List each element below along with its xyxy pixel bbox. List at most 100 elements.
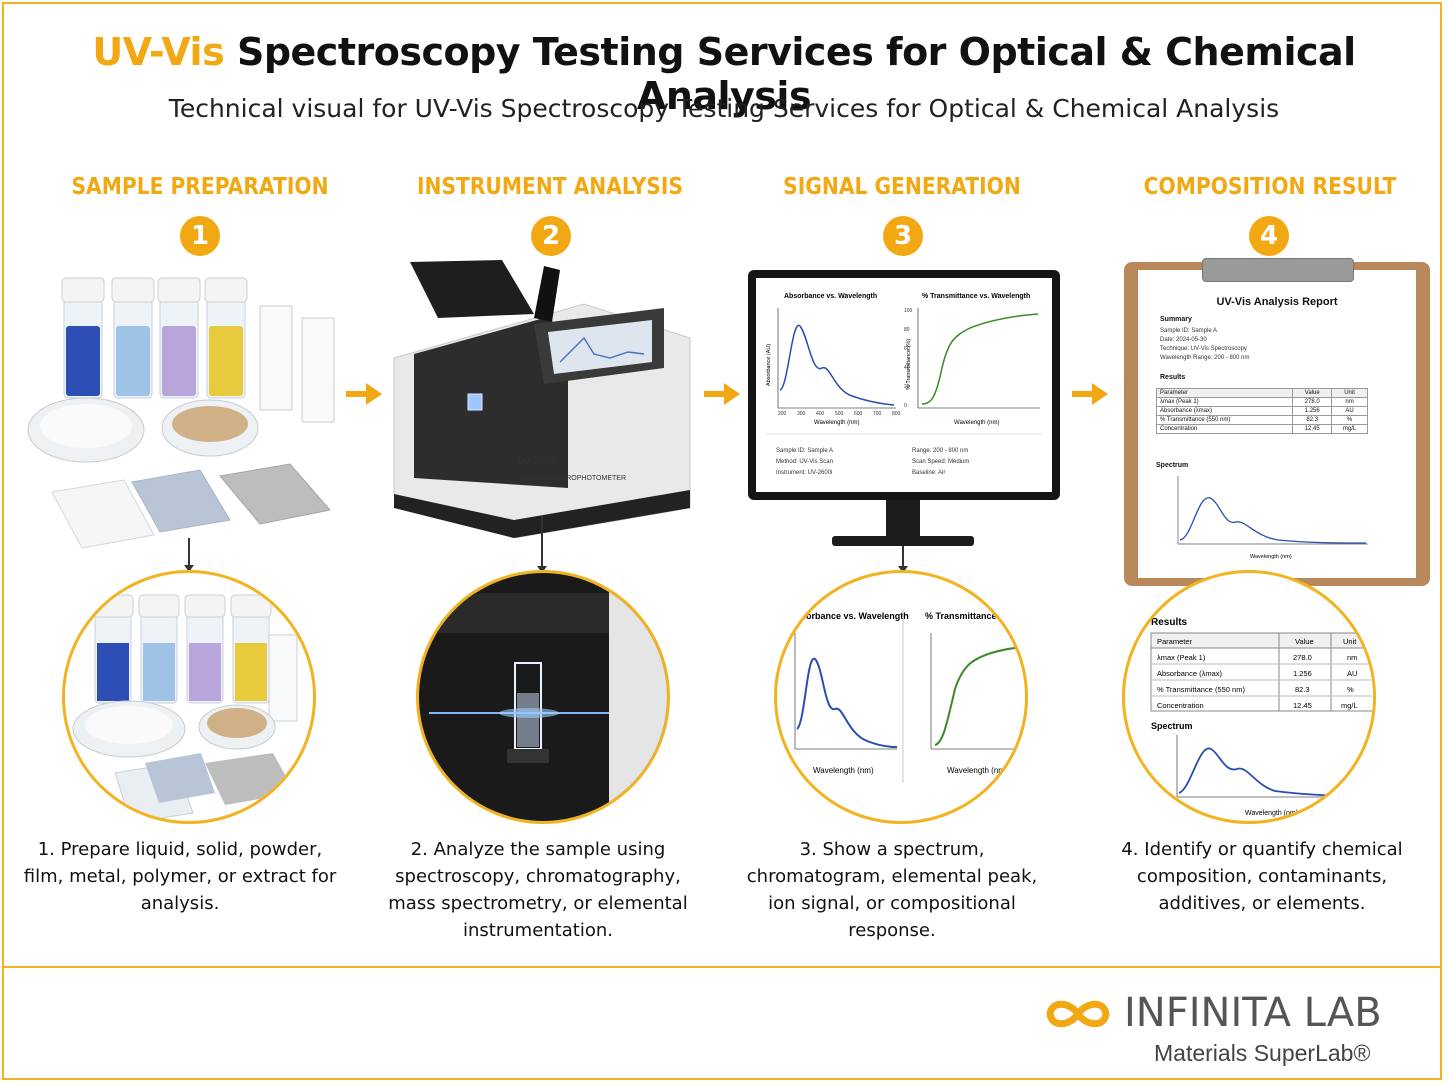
zoom-circle-2 (416, 570, 670, 824)
step-4-heading: COMPOSITION RESULT (1143, 174, 1397, 200)
zoom-spectrum-xlabel: Wavelength (nm) (1245, 810, 1298, 817)
monitor-absorbance-curve (779, 325, 895, 406)
instrument-label: UV-VIS SPECTROPHOTOMETER (518, 475, 626, 482)
svg-text:Concentration: Concentration (1157, 701, 1204, 710)
monitor-transmittance-curve (921, 313, 1039, 405)
step-3-heading: SIGNAL GENERATION (783, 174, 1021, 200)
leader-arrowhead-icon (898, 566, 908, 573)
monitor-chart1-ylabel: Absorbance (AU) (766, 344, 772, 386)
polymer-sample-icon (131, 469, 231, 533)
infinity-logo-icon (1046, 1000, 1110, 1028)
logo-tagline: Materials SuperLab® (1154, 1040, 1371, 1066)
clipboard-clip (1202, 258, 1354, 282)
page-title: UV-Vis Spectroscopy Testing Services for… (0, 30, 1448, 118)
vial-yellow-icon (204, 277, 248, 399)
svg-text:Value: Value (1295, 637, 1314, 646)
monitor-ytick: 40 (904, 365, 910, 371)
report-spectrum-chart: Wavelength (nm) (1177, 476, 1368, 560)
svg-text:%: % (1347, 685, 1354, 694)
report-summary-label: Summary (1160, 316, 1192, 323)
monitor-ytick: 20 (904, 384, 910, 390)
leader-line-1 (188, 538, 190, 566)
report-title: UV-Vis Analysis Report (1216, 296, 1338, 308)
zoom-spectrum-label: Spectrum (1151, 721, 1193, 731)
report-col-parameter: Parameter (1155, 388, 1294, 398)
title-highlight: UV-Vis (92, 30, 225, 74)
step-1-caption: 1. Prepare liquid, solid, powder, film, … (23, 839, 337, 914)
report-results-label: Results (1160, 374, 1186, 381)
monitor-xtick: 200 (778, 411, 787, 417)
svg-text:Absorbance (λmax): Absorbance (λmax) (1157, 669, 1223, 678)
monitor-ytick: 80 (904, 327, 910, 333)
title-rest: Spectroscopy Testing Services for Optica… (224, 30, 1356, 118)
zoom-chart2-title: % Transmittance vs. Wavelength (925, 611, 1028, 621)
monitor-xtick: 600 (854, 411, 863, 417)
monitor-chart2-ylabel: % Transmittance (%) (906, 339, 912, 390)
footer-divider (2, 966, 1442, 968)
step-4-badge: 4 (1249, 216, 1289, 256)
monitor-charts: Absorbance vs. Wavelength % Transmittanc… (766, 293, 1042, 476)
sample-compartment (414, 318, 568, 488)
monitor-xtick: 300 (797, 411, 806, 417)
monitor-ytick: 60 (904, 346, 910, 352)
monitor-xtick: 400 (816, 411, 825, 417)
monitor-ytick: 0 (904, 403, 907, 409)
monitor-chart1-xticks: 200 300 400 500 600 700 800 (778, 411, 901, 417)
flow-arrow-2-icon (704, 383, 740, 405)
vial-purple-icon (157, 277, 201, 399)
cuvette-icon (301, 317, 335, 423)
step-2-badge: 2 (531, 216, 571, 256)
zoom-circle-3: Absorbance vs. Wavelength % Transmittanc… (774, 570, 1028, 824)
instrument-model: UV-2600i (518, 456, 555, 466)
svg-text:mg/L: mg/L (1341, 701, 1358, 710)
svg-text:1.256: 1.256 (1293, 669, 1312, 678)
flow-arrow-3-icon (1072, 383, 1108, 405)
cuvette-icon (467, 393, 483, 411)
zoom-circle-1 (62, 570, 316, 824)
leader-line-3 (902, 546, 904, 568)
report-summary-2: Date: 2024-05-30 (1160, 337, 1207, 343)
zoom-results-label: Results (1151, 617, 1188, 628)
monitor-xtick: 800 (892, 411, 901, 417)
sample-preparation-illustration (27, 277, 335, 549)
monitor-xtick: 500 (835, 411, 844, 417)
monitor-xtick: 700 (873, 411, 882, 417)
report-sheet: UV-Vis Analysis Report Summary Sample ID… (1138, 270, 1416, 578)
monitor: Absorbance vs. Wavelength % Transmittanc… (748, 270, 1060, 500)
monitor-info-left-1: Sample ID: Sample A (776, 448, 833, 454)
svg-text:Unit: Unit (1343, 637, 1357, 646)
step-3-badge: 3 (883, 216, 923, 256)
svg-text:nm: nm (1347, 653, 1357, 662)
report-spectrum-xlabel: Wavelength (nm) (1250, 554, 1292, 560)
spectrophotometer-illustration: UV-2600i UV-VIS SPECTROPHOTOMETER (393, 260, 691, 538)
report-spectrum-label: Spectrum (1156, 462, 1189, 469)
svg-text:Parameter: Parameter (1157, 637, 1193, 646)
report-summary-3: Technique: UV-Vis Spectroscopy (1160, 346, 1247, 352)
svg-text:% Transmittance (550 nm): % Transmittance (550 nm) (1157, 685, 1245, 694)
svg-text:278.0: 278.0 (1293, 653, 1312, 662)
monitor-info-right-2: Scan Speed: Medium (912, 459, 969, 465)
monitor-info-right-1: Range: 200 - 800 nm (912, 448, 968, 454)
svg-text:λmax (Peak 1): λmax (Peak 1) (1157, 653, 1206, 662)
cuvette-icon (259, 305, 293, 411)
monitor-xlabel-2: Wavelength (nm) (954, 420, 999, 426)
report-summary-4: Wavelength Range: 200 - 800 nm (1160, 355, 1250, 361)
vial-lightblue-icon (111, 277, 155, 399)
report-col-unit: Unit (1331, 388, 1368, 398)
zoom-xlabel-2: Wavelength (nm) (947, 766, 1008, 775)
leader-arrowhead-icon (537, 566, 547, 573)
monitor-stand (886, 500, 920, 540)
vial-blue-icon (61, 277, 105, 399)
clipboard: UV-Vis Analysis Report Summary Sample ID… (1124, 258, 1430, 586)
step-1-heading: SAMPLE PREPARATION (71, 174, 329, 200)
page-subtitle: Technical visual for UV-Vis Spectroscopy… (168, 94, 1280, 123)
zoom-chart1-title: Absorbance vs. Wavelength (789, 611, 909, 621)
zoom-xlabel-1: Wavelength (nm) (813, 766, 874, 775)
monitor-base (832, 536, 974, 546)
report-summary-1: Sample ID: Sample A (1160, 328, 1218, 334)
step-4-caption: 4. Identify or quantify chemical composi… (1121, 839, 1403, 914)
monitor-info-left-2: Method: UV-Vis Scan (776, 459, 833, 465)
